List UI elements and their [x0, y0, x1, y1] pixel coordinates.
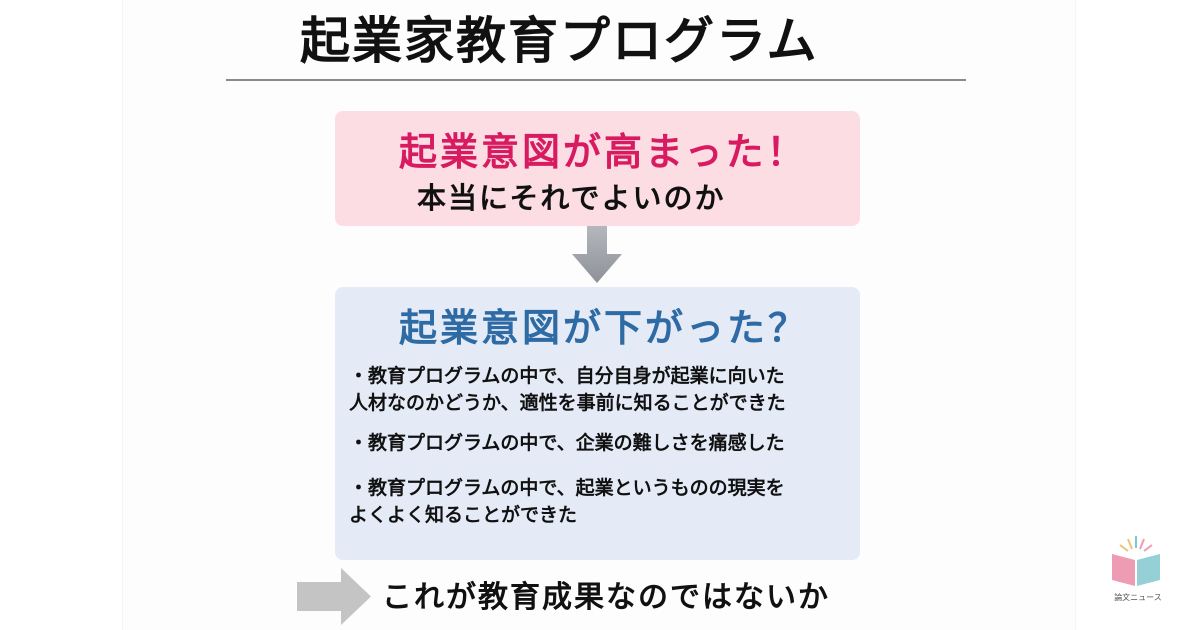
watermark-label: 論文ニュース [1114, 593, 1162, 602]
bullet-point-line: ・教育プログラムの中で、起業というものの現実を [349, 477, 785, 499]
top-box-heading: 起業意図が高まった！ [399, 130, 808, 174]
bullet-point-line: よくよく知ることができた [349, 504, 578, 526]
title-divider [226, 79, 966, 81]
conclusion-text: これが教育成果なのではないか [382, 580, 830, 615]
bottom-box-heading: 起業意図が下がった？ [399, 306, 810, 350]
top-box: 起業意図が高まった！ 本当にそれでよいのか [335, 111, 860, 226]
bullet-point: ・教育プログラムの中で、企業の難しさを痛感した [349, 430, 785, 457]
bullet-point: ・教育プログラムの中で、自分自身が起業に向いた 人材なのかどうか、適性を事前に知… [349, 363, 786, 417]
bullet-point: ・教育プログラムの中で、起業というものの現実を よくよく知ることができた [349, 475, 785, 529]
open-book-icon [1112, 536, 1160, 586]
arrow-down-icon [572, 226, 622, 283]
bullet-point-line: ・教育プログラムの中で、企業の難しさを痛感した [349, 432, 785, 454]
bottom-box: 起業意図が下がった？ ・教育プログラムの中で、自分自身が起業に向いた 人材なのか… [335, 287, 860, 560]
top-box-subheading: 本当にそれでよいのか [417, 181, 726, 215]
arrow-right-icon [297, 568, 371, 625]
slide-title: 起業家教育プログラム [300, 12, 819, 70]
bullet-point-line: 人材なのかどうか、適性を事前に知ることができた [349, 392, 786, 414]
bullet-point-line: ・教育プログラムの中で、自分自身が起業に向いた [349, 365, 785, 387]
